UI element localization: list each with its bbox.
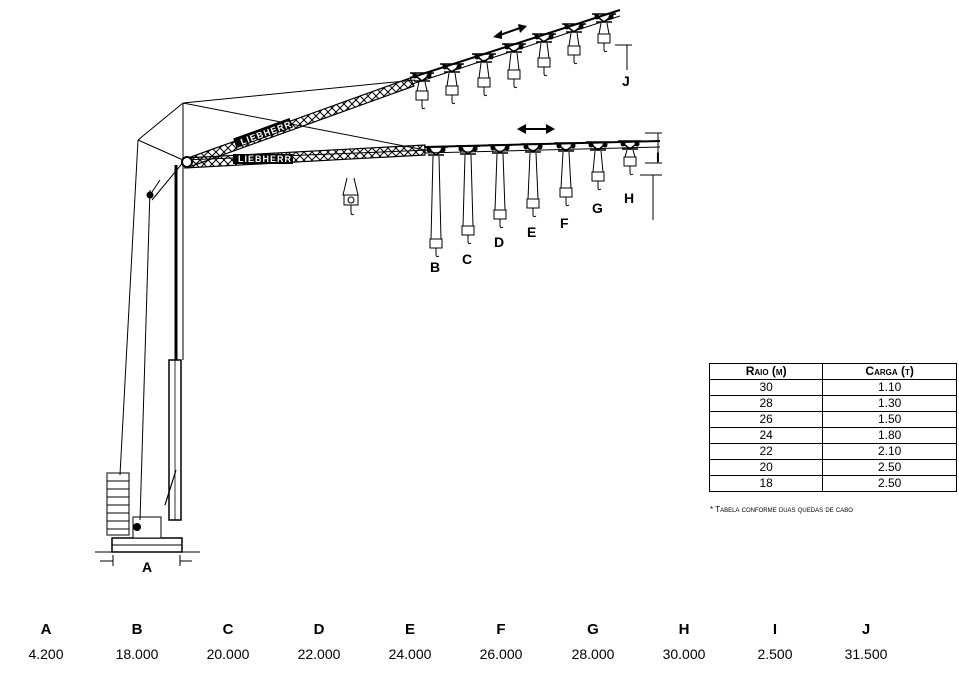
dimension-key: F: [496, 621, 506, 638]
dimension-key: C: [222, 621, 234, 638]
dimension-key: E: [404, 621, 415, 638]
dimension-key: A: [40, 621, 52, 638]
label-d: D: [494, 234, 504, 250]
label-b: B: [430, 259, 440, 275]
label-j: J: [622, 73, 630, 89]
label-c: C: [462, 251, 472, 267]
load-cell: 1.10: [822, 379, 957, 396]
counterweight-stack: [106, 472, 130, 536]
dimension-i: [645, 132, 662, 164]
dimension-value: 31.500: [844, 646, 888, 662]
radius-cell: 26: [708, 411, 824, 428]
lower-jib: LIEBHERR: [181, 140, 661, 169]
load-cell: 1.50: [822, 411, 957, 428]
dimension-value: 4.200: [28, 646, 64, 662]
dimension-value: 22.000: [297, 646, 341, 662]
upper-trolley: [472, 53, 496, 97]
dimension-value: 2.500: [757, 646, 793, 662]
dimension-d: D 22.000: [279, 618, 359, 666]
lower-trolleys: [424, 140, 642, 258]
dimension-value: 20.000: [206, 646, 250, 662]
lower-trolley: [554, 142, 578, 207]
lower-trolley: [424, 146, 448, 258]
lower-trolley: [521, 143, 545, 218]
upper-trolley: [532, 33, 556, 77]
dimension-c: C 20.000: [188, 618, 268, 666]
dimension-a: A 4.200: [6, 618, 86, 666]
radius-cell: 30: [708, 379, 824, 396]
tower-mast: [164, 165, 184, 521]
lower-trolley: [586, 141, 610, 191]
crane-base: [95, 472, 200, 566]
upper-trolley: [592, 13, 616, 53]
dimension-value: 26.000: [479, 646, 523, 662]
dimension-key: J: [861, 621, 871, 638]
table-footnote: * Tabela conforme duas quedas de cabo: [710, 505, 853, 514]
radius-cell: 28: [708, 395, 824, 412]
rigging-ropes: [119, 79, 431, 521]
dimension-value: 18.000: [115, 646, 159, 662]
dimension-summary: A 4.200 B 18.000 C 20.000 D 22.000 E 24.000 F…: [0, 618, 959, 678]
label-g: G: [592, 200, 603, 216]
dimension-j: [615, 44, 632, 70]
radius-cell: 22: [708, 443, 824, 460]
trolley-travel-arrow-upper: [493, 24, 527, 39]
radius-cell: 24: [708, 427, 824, 444]
dimension-key: D: [313, 621, 325, 638]
lower-trolley: [618, 140, 642, 176]
radius-cell: 20: [708, 459, 824, 476]
load-cell: 1.30: [822, 395, 957, 412]
upper-trolley: [440, 63, 464, 105]
dimension-f: F 26.000: [461, 618, 541, 666]
load-cell: 2.10: [822, 443, 957, 460]
label-f: F: [560, 215, 569, 231]
upper-trolley: [410, 72, 434, 110]
radius-cell: 18: [708, 475, 824, 492]
load-cell: 2.50: [822, 475, 957, 492]
lower-trolley: [488, 144, 512, 229]
label-i: I: [656, 149, 660, 165]
header-radius: Raio (m): [708, 363, 824, 380]
dimension-value: 24.000: [388, 646, 432, 662]
load-cell: 1.80: [822, 427, 957, 444]
dimension-value: 30.000: [662, 646, 706, 662]
upper-trolleys: [410, 13, 616, 110]
dimension-key: B: [131, 621, 143, 638]
dimension-key: I: [772, 621, 778, 638]
lower-trolley: [456, 145, 480, 245]
dimension-j: J 31.500: [826, 618, 906, 666]
dimension-b: B 18.000: [97, 618, 177, 666]
label-e: E: [527, 224, 536, 240]
dimension-key: H: [678, 621, 690, 638]
crane-diagram: LIEBHERR LIEBHERR: [95, 9, 662, 575]
upper-trolley: [562, 23, 586, 65]
dimension-e: E 24.000: [370, 618, 450, 666]
dimension-g: G 28.000: [553, 618, 633, 666]
dimension-value: 28.000: [571, 646, 615, 662]
load-cell: 2.50: [822, 459, 957, 476]
dimension-key: G: [587, 621, 599, 638]
idle-hook: [342, 177, 359, 216]
boom-brand-lower: LIEBHERR: [238, 154, 292, 164]
trolley-travel-arrow-lower: [517, 124, 555, 134]
header-load: Carga (t): [822, 363, 957, 380]
upper-trolley: [502, 43, 526, 89]
label-a: A: [142, 559, 152, 575]
dimension-i: I 2.500: [735, 618, 815, 666]
dimension-h: H 30.000: [644, 618, 724, 666]
dimension-h: [640, 174, 662, 220]
label-h: H: [624, 190, 634, 206]
